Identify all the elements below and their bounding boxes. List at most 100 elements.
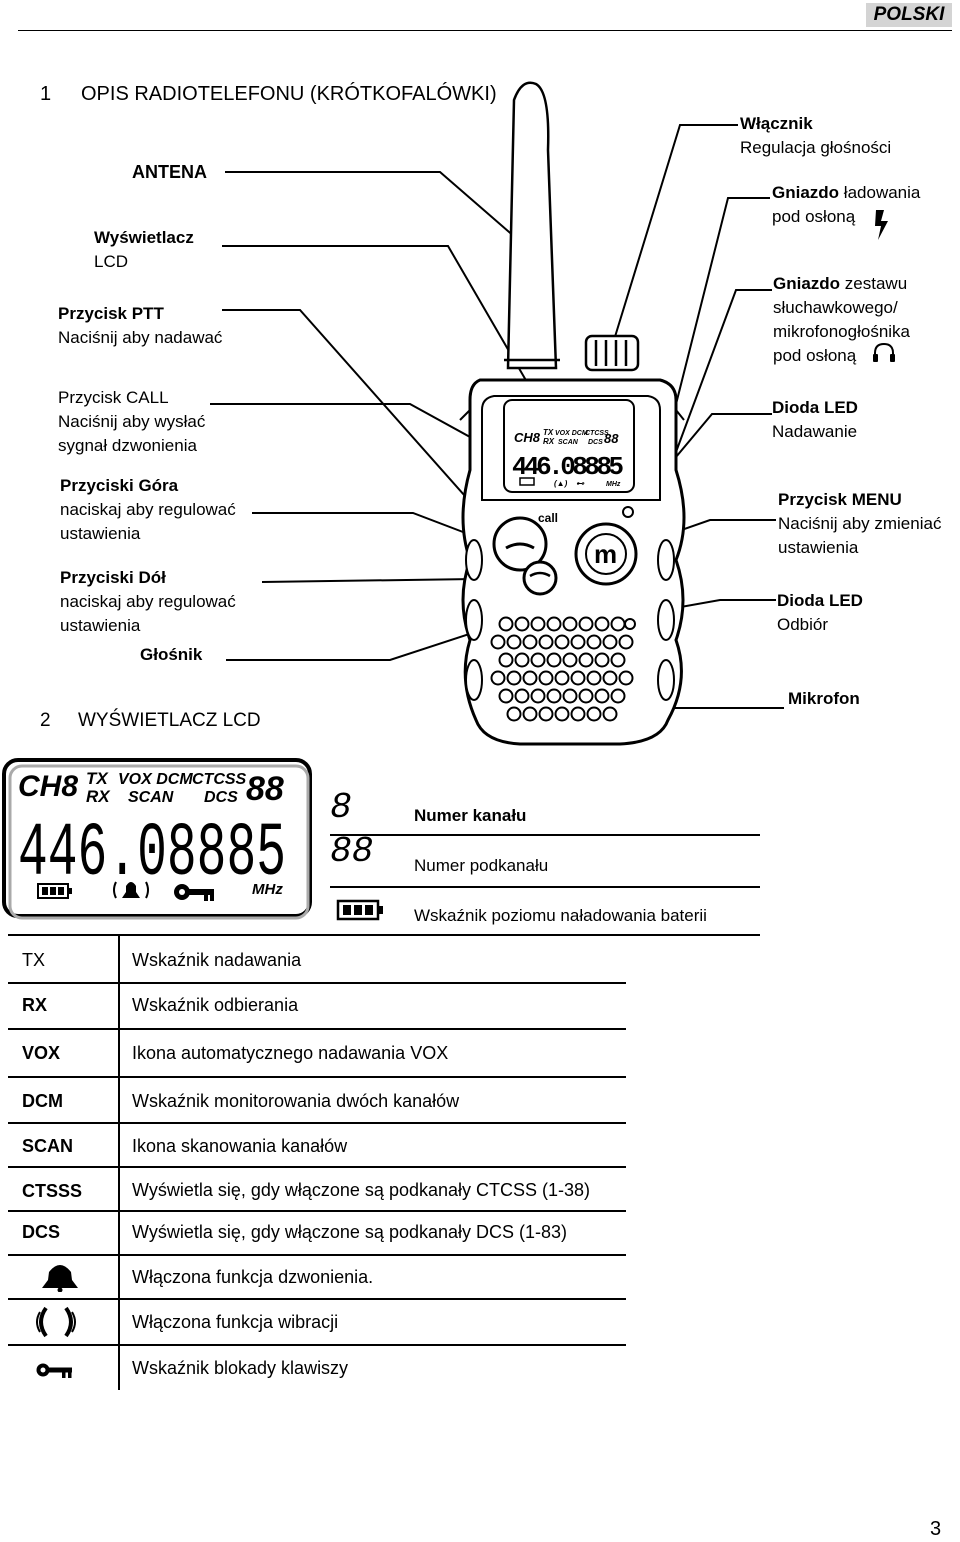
speaker-hole	[514, 652, 530, 668]
table-rule	[8, 1298, 626, 1300]
speaker-hole	[554, 706, 570, 722]
label-charge-rest: ładowania	[843, 183, 921, 202]
label-antenna: ANTENA	[132, 162, 207, 182]
label-headset-rest: zestawu	[844, 274, 908, 293]
speaker-hole	[594, 616, 610, 632]
speaker-hole	[578, 652, 594, 668]
lcd-bell-icon	[113, 881, 149, 899]
led-rx	[624, 618, 636, 630]
legend-desc-ring: Włączona funkcja dzwonienia.	[132, 1267, 374, 1287]
lcd-dcs: DCS	[204, 789, 238, 806]
speaker-hole	[498, 652, 514, 668]
lightning-icon	[875, 210, 888, 240]
label-headset: Gniazdo zestawu	[773, 272, 907, 296]
legend-subchannel-digits: 88	[330, 831, 374, 872]
legend-desc-ctcss: Wyświetla się, gdy włączone są podkanały…	[132, 1180, 591, 1200]
legend-subchannel: Numer podkanału	[414, 856, 549, 875]
radio-lcd-freq: 446.08885	[512, 452, 624, 482]
label-call-title: Przycisk CALL	[58, 388, 169, 407]
lcd-rx: RX	[86, 787, 111, 806]
speaker-hole	[554, 634, 570, 650]
table-rule	[8, 1344, 626, 1346]
label-charge-line2: pod osłoną	[772, 207, 856, 226]
label-led-tx-bold: Dioda LED	[772, 398, 858, 417]
speaker-hole	[530, 652, 546, 668]
label-charge-bold: Gniazdo	[772, 183, 840, 202]
radio-lcd-bell: (▲)	[554, 479, 568, 488]
section2-title: WYŚWIETLACZ LCD	[78, 710, 261, 731]
down-button	[522, 560, 558, 596]
label-led-tx: Nadawanie	[772, 422, 858, 441]
legend-symbol-ctcss: CTSSS	[22, 1181, 83, 1201]
legend-desc-lock: Wskaźnik blokady klawiszy	[132, 1358, 349, 1378]
legend-channel-digit: 8	[330, 787, 352, 828]
lcd-ch: CH8	[18, 770, 78, 803]
lcd-freq: 446.08885	[18, 811, 286, 897]
lcd-display-panel: CH8 TX RX VOX DCM SCAN CTCSS DCS 88 446.…	[2, 758, 312, 920]
legend-desc-tx: Wskaźnik nadawania	[132, 950, 302, 970]
table-rule	[8, 1028, 626, 1030]
section1-number: 1	[40, 83, 52, 105]
legend-desc-rx: Wskaźnik odbierania	[132, 995, 299, 1015]
speaker-hole	[570, 670, 586, 686]
table-rule	[8, 1166, 626, 1168]
label-power-bold: Włącznik	[740, 114, 813, 133]
legend-desc-vox: Ikona automatycznego nadawania VOX	[132, 1043, 449, 1063]
speaker-hole	[586, 670, 602, 686]
speaker-hole	[506, 670, 522, 686]
lcd-tx: TX	[86, 769, 109, 788]
radio-lcd-mhz: MHz	[606, 481, 621, 488]
label-headset-line2: słuchawkowego/	[773, 298, 898, 317]
speaker-hole	[514, 616, 530, 632]
legend-desc-scan: Ikona skanowania kanałów	[132, 1136, 348, 1156]
speaker-hole	[506, 634, 522, 650]
speaker-hole	[562, 616, 578, 632]
radio-lcd-key: ⊷	[576, 479, 585, 488]
power-knob	[584, 334, 640, 372]
label-call-line2: Naciśnij aby wysłać	[58, 412, 206, 431]
legend-desc-dcs: Wyświetla się, gdy włączone są podkanały…	[132, 1222, 568, 1242]
label-down-line2: naciskaj aby regulować	[60, 592, 236, 611]
radio-lcd: CH8 TX RX VOX DCM SCAN CTCSS DCS 88 446.…	[512, 428, 624, 488]
speaker-hole	[586, 634, 602, 650]
speaker-hole	[546, 652, 562, 668]
speaker-hole	[578, 616, 594, 632]
speaker-hole	[514, 688, 530, 704]
label-headset-line3: mikrofonogłośnika	[773, 322, 911, 341]
label-headset-line4: pod osłoną	[773, 346, 857, 365]
speaker-hole	[554, 670, 570, 686]
label-led-rx: Odbiór	[777, 615, 829, 634]
speaker-hole	[490, 634, 506, 650]
speaker-hole	[530, 616, 546, 632]
legend-symbol-rx: RX	[22, 995, 48, 1015]
speaker-hole	[570, 706, 586, 722]
speaker-hole	[610, 616, 626, 632]
legend-symbol-tx: TX	[22, 950, 46, 970]
page-number: 3	[930, 1518, 942, 1540]
speaker-hole	[546, 688, 562, 704]
label-menu-bold: Przycisk MENU	[778, 490, 902, 509]
radio-lcd-dcs: DCS	[588, 439, 603, 446]
legend-symbol-dcm: DCM	[22, 1091, 63, 1111]
legend-rule-1	[330, 834, 760, 836]
speaker-hole	[530, 688, 546, 704]
legend-battery: Wskaźnik poziomu naładowania baterii	[414, 906, 707, 925]
legend-symbol-dcs: DCS	[22, 1222, 61, 1242]
side-grips	[465, 539, 675, 701]
battery-icon	[336, 899, 383, 921]
speaker-grille	[490, 616, 634, 722]
label-lcd-bold: Wyświetlacz	[94, 228, 194, 247]
table-rule	[8, 982, 626, 984]
label-down-bold: Przyciski Dół	[60, 568, 166, 587]
speaker-hole	[506, 706, 522, 722]
led-tx	[622, 506, 634, 518]
bell-icon	[42, 1265, 78, 1292]
label-power: Regulacja głośności	[740, 138, 892, 157]
label-speaker: Głośnik	[140, 645, 203, 664]
legend-rule-3	[8, 934, 760, 936]
key-icon	[36, 1363, 72, 1378]
label-mic: Mikrofon	[788, 689, 860, 708]
label-up-line2: naciskaj aby regulować	[60, 500, 236, 519]
speaker-hole	[498, 616, 514, 632]
speaker-hole	[594, 652, 610, 668]
